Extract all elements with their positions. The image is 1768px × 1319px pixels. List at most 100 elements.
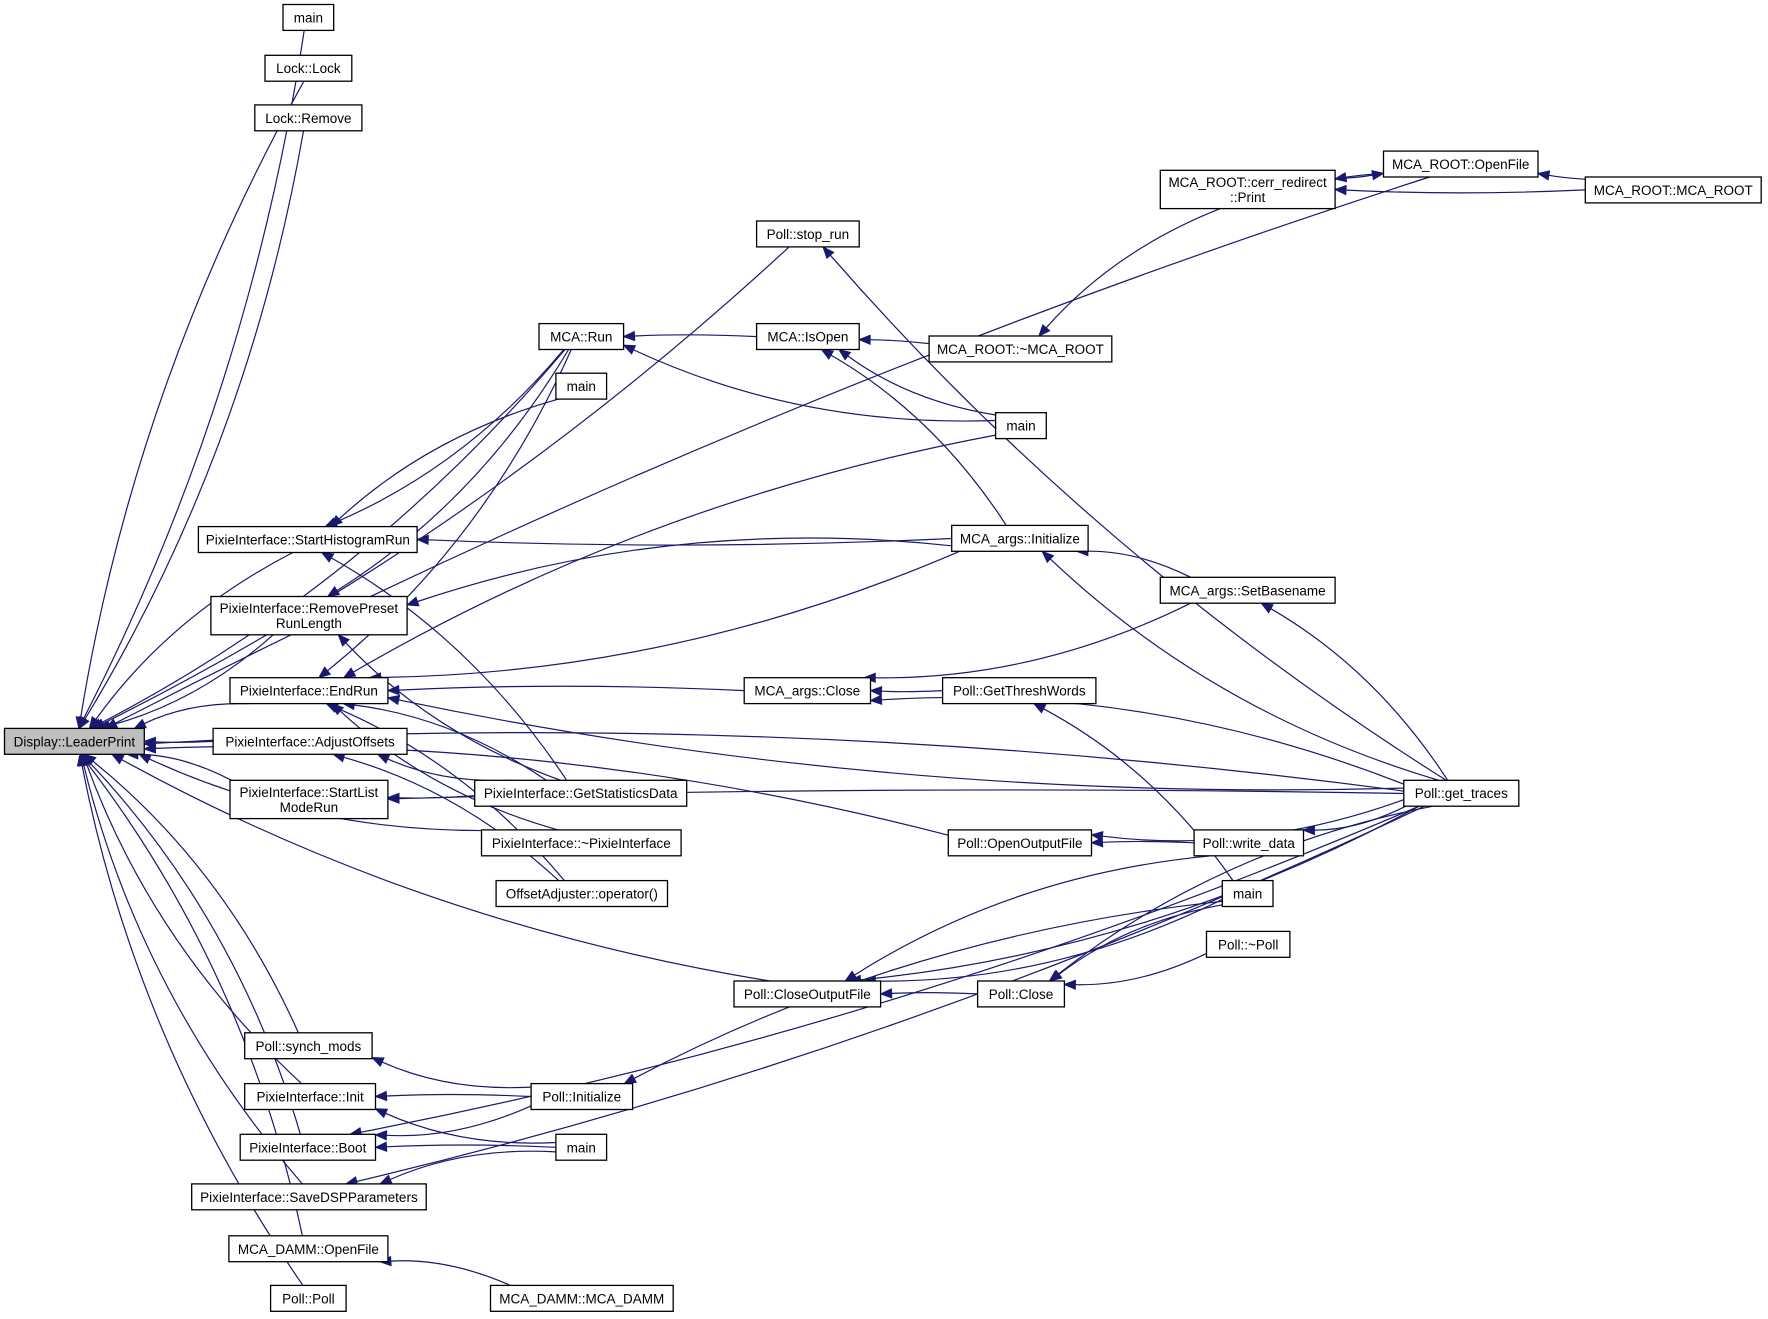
node-damm-open[interactable]: MCA_DAMM::OpenFile xyxy=(228,1235,389,1263)
node-label: Poll::Poll xyxy=(282,1291,335,1306)
edge-arrowhead xyxy=(88,715,101,730)
node-args-setbase[interactable]: MCA_args::SetBasename xyxy=(1159,576,1336,604)
node-label: main xyxy=(1006,419,1035,434)
node-label: PixieInterface::StartHistogramRun xyxy=(206,533,410,548)
node-box xyxy=(244,1082,377,1111)
edge-line xyxy=(398,685,745,692)
node-damm-ctor[interactable]: MCA_DAMM::MCA_DAMM xyxy=(489,1284,674,1312)
node-mcaroot-ctor[interactable]: MCA_ROOT::MCA_ROOT xyxy=(1584,176,1762,204)
node-label: Poll::get_traces xyxy=(1415,786,1508,801)
call-edge xyxy=(92,246,790,729)
edge-line xyxy=(1075,952,1207,986)
edge-arrowhead xyxy=(622,330,636,342)
node-box xyxy=(994,412,1047,440)
node-box xyxy=(976,980,1066,1008)
call-edge xyxy=(622,344,996,422)
node-box xyxy=(755,322,860,351)
node-label: Poll::Close xyxy=(989,987,1054,1002)
node-poll-closeout[interactable]: Poll::CloseOutputFile xyxy=(733,980,882,1008)
node-poll-dtor[interactable]: Poll::~Poll xyxy=(1205,930,1291,958)
call-edge xyxy=(370,1057,532,1089)
node-box xyxy=(495,879,669,908)
node-poll-traces[interactable]: Poll::get_traces xyxy=(1403,779,1520,807)
edge-line xyxy=(1548,174,1586,180)
node-poll-init[interactable]: Poll::Initialize xyxy=(530,1082,634,1111)
node-args-init[interactable]: MCA_args::Initialize xyxy=(951,524,1089,552)
node-root[interactable]: Display::LeaderPrint xyxy=(3,727,145,755)
node-label: MCA_args::Initialize xyxy=(960,531,1080,546)
call-edge xyxy=(1075,545,1191,578)
edge-line xyxy=(875,602,1191,679)
node-offset-op[interactable]: OffsetAdjuster::operator() xyxy=(495,879,669,908)
call-edge xyxy=(1333,171,1384,183)
node-mcaroot-dtor[interactable]: MCA_ROOT::~MCA_ROOT xyxy=(928,335,1113,363)
node-box xyxy=(1159,169,1336,210)
edge-line xyxy=(1314,805,1407,831)
node-mcaroot-open[interactable]: MCA_ROOT::OpenFile xyxy=(1382,150,1539,178)
node-poll-poll[interactable]: Poll::Poll xyxy=(269,1284,347,1312)
node-pi-savedsp[interactable]: PixieInterface::SaveDSPParameters xyxy=(191,1183,427,1211)
node-main-bot[interactable]: main xyxy=(555,1133,608,1161)
node-label: Poll::stop_run xyxy=(767,227,850,242)
node-pi-adjust[interactable]: PixieInterface::AdjustOffsets xyxy=(212,727,408,755)
node-mcaroot-cerr[interactable]: MCA_ROOT::cerr_redirect::Print xyxy=(1159,169,1336,210)
node-box xyxy=(941,677,1097,705)
node-poll-getthresh[interactable]: Poll::GetThreshWords xyxy=(941,677,1097,705)
node-pi-boot[interactable]: PixieInterface::Boot xyxy=(239,1133,377,1161)
edge-arrowhead xyxy=(415,534,429,546)
node-poll-close[interactable]: Poll::Close xyxy=(976,980,1066,1008)
node-pi-dtor[interactable]: PixieInterface::~PixieInterface xyxy=(480,829,682,857)
call-edge xyxy=(378,1255,511,1286)
edge-line xyxy=(102,246,790,725)
node-box xyxy=(1403,779,1520,807)
node-mca-run[interactable]: MCA::Run xyxy=(538,322,625,351)
node-poll-write[interactable]: Poll::write_data xyxy=(1193,829,1305,857)
node-label: PixieInterface::AdjustOffsets xyxy=(225,734,395,749)
edge-line xyxy=(356,805,1425,1182)
edge-arrowhead xyxy=(405,596,420,607)
node-pi-endrun[interactable]: PixieInterface::EndRun xyxy=(229,677,389,705)
node-box xyxy=(733,980,882,1008)
edge-line xyxy=(386,1144,556,1148)
node-box xyxy=(1221,879,1274,908)
node-lock-lock[interactable]: Lock::Lock xyxy=(264,54,353,82)
node-args-close[interactable]: MCA_args::Close xyxy=(743,677,872,705)
call-edge xyxy=(378,1150,556,1185)
edge-arrowhead xyxy=(320,551,335,563)
node-label: Poll::write_data xyxy=(1203,836,1296,851)
edge-arrowhead xyxy=(820,348,835,360)
node-label: Display::LeaderPrint xyxy=(14,734,136,749)
node-poll-openout[interactable]: Poll::OpenOutputFile xyxy=(947,829,1093,857)
edge-line xyxy=(95,551,294,720)
edge-line xyxy=(417,537,952,603)
node-main-r2[interactable]: main xyxy=(1221,879,1274,908)
edge-line xyxy=(155,740,214,743)
node-box xyxy=(1382,150,1539,178)
edge-arrowhead xyxy=(370,1057,385,1068)
node-lock-remove[interactable]: Lock::Remove xyxy=(254,104,363,132)
node-main-mid[interactable]: main xyxy=(555,372,608,400)
node-pi-starthist[interactable]: PixieInterface::StartHistogramRun xyxy=(197,525,418,554)
node-poll-synch[interactable]: Poll::synch_mods xyxy=(244,1032,373,1060)
node-box xyxy=(474,779,688,807)
node-box xyxy=(239,1133,377,1161)
edge-line xyxy=(121,759,770,982)
node-mca-isopen[interactable]: MCA::IsOpen xyxy=(755,322,860,351)
edge-arrowhead xyxy=(386,793,400,804)
edge-line xyxy=(336,349,570,592)
node-poll-stop[interactable]: Poll::stop_run xyxy=(755,220,860,248)
edge-arrowhead xyxy=(869,685,883,697)
edge-line xyxy=(84,130,305,720)
edge-arrowhead xyxy=(374,1108,389,1119)
edge-line xyxy=(875,898,1223,982)
call-edge xyxy=(1536,170,1586,181)
edge-line xyxy=(386,1105,532,1137)
node-main-top[interactable]: main xyxy=(282,3,335,32)
call-edge xyxy=(374,1105,532,1141)
node-pi-init[interactable]: PixieInterface::Init xyxy=(244,1082,377,1111)
node-main-r1[interactable]: main xyxy=(994,412,1047,440)
node-pi-getstats[interactable]: PixieInterface::GetStatisticsData xyxy=(474,779,688,807)
call-edge xyxy=(337,633,562,781)
